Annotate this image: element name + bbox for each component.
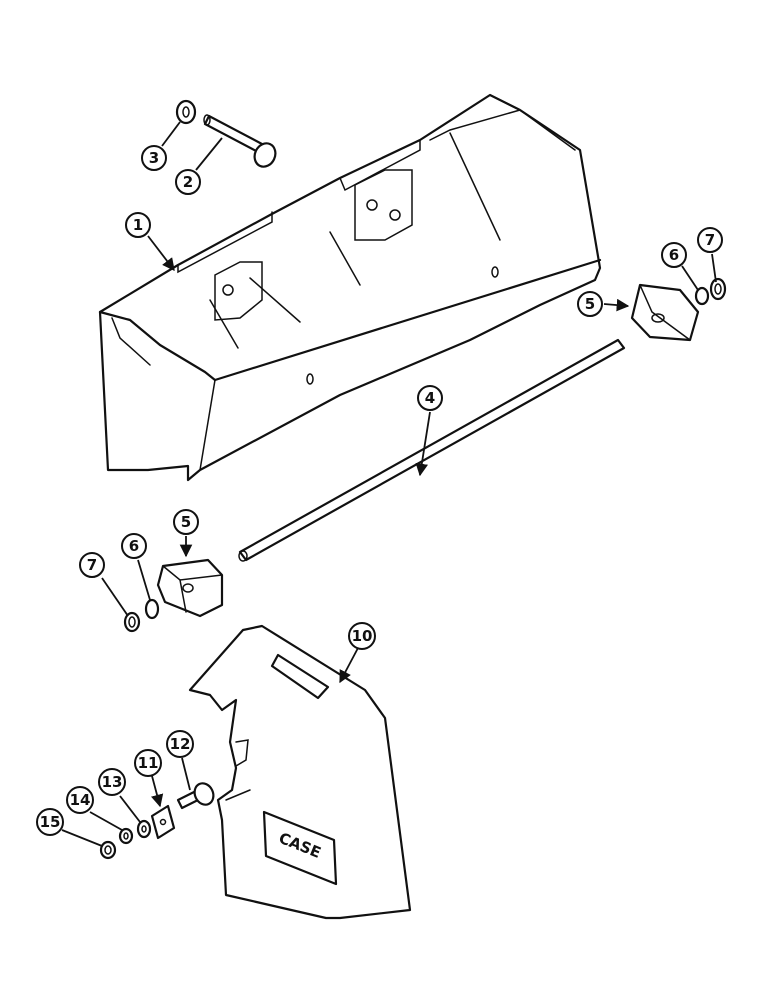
cap-screw — [176, 782, 215, 810]
callout-1-label: 1 — [133, 216, 143, 234]
callout-12: 12 — [166, 730, 194, 758]
callout-7-right-label: 7 — [705, 231, 715, 249]
callout-15: 15 — [36, 808, 64, 836]
callout-5-right-label: 5 — [585, 295, 595, 313]
retaining-ring-right — [709, 277, 727, 301]
callout-7-right: 7 — [697, 227, 723, 253]
front-weight: CASE — [188, 624, 412, 920]
callout-6-right-label: 6 — [669, 246, 679, 264]
callout-3: 3 — [141, 145, 167, 171]
nut — [99, 840, 117, 860]
callout-1: 1 — [125, 212, 151, 238]
callout-10: 10 — [348, 622, 376, 650]
weight-carrier-bracket — [98, 93, 602, 482]
washer-small — [136, 819, 152, 839]
callout-13-label: 13 — [102, 773, 123, 791]
shaft — [238, 338, 626, 562]
callout-6-right: 6 — [661, 242, 687, 268]
callout-14-label: 14 — [70, 791, 91, 809]
block-left — [156, 558, 224, 618]
callout-2: 2 — [175, 169, 201, 195]
callout-14: 14 — [66, 786, 94, 814]
callout-12-label: 12 — [170, 735, 191, 753]
callout-6-left-label: 6 — [129, 537, 139, 555]
callout-10-label: 10 — [352, 627, 373, 645]
callout-6-left: 6 — [121, 533, 147, 559]
callout-5-right: 5 — [577, 291, 603, 317]
washer — [175, 99, 197, 125]
leader-lines — [61, 121, 717, 847]
callout-11-label: 11 — [138, 754, 159, 772]
plate — [150, 804, 176, 840]
callout-5-left: 5 — [173, 509, 199, 535]
washer-left — [144, 598, 160, 620]
washer-right — [694, 286, 710, 306]
retaining-ring-left — [123, 611, 141, 633]
block-right — [630, 283, 700, 342]
callout-11: 11 — [134, 749, 162, 777]
lock-washer — [118, 827, 134, 845]
callout-5-left-label: 5 — [181, 513, 191, 531]
callout-2-label: 2 — [183, 173, 193, 191]
callout-3-label: 3 — [149, 149, 159, 167]
bolt — [203, 114, 277, 168]
callout-7-left: 7 — [79, 552, 105, 578]
callout-13: 13 — [98, 768, 126, 796]
callout-7-left-label: 7 — [87, 556, 97, 574]
callout-4: 4 — [417, 385, 443, 411]
callout-4-label: 4 — [425, 389, 435, 407]
callout-15-label: 15 — [40, 813, 61, 831]
